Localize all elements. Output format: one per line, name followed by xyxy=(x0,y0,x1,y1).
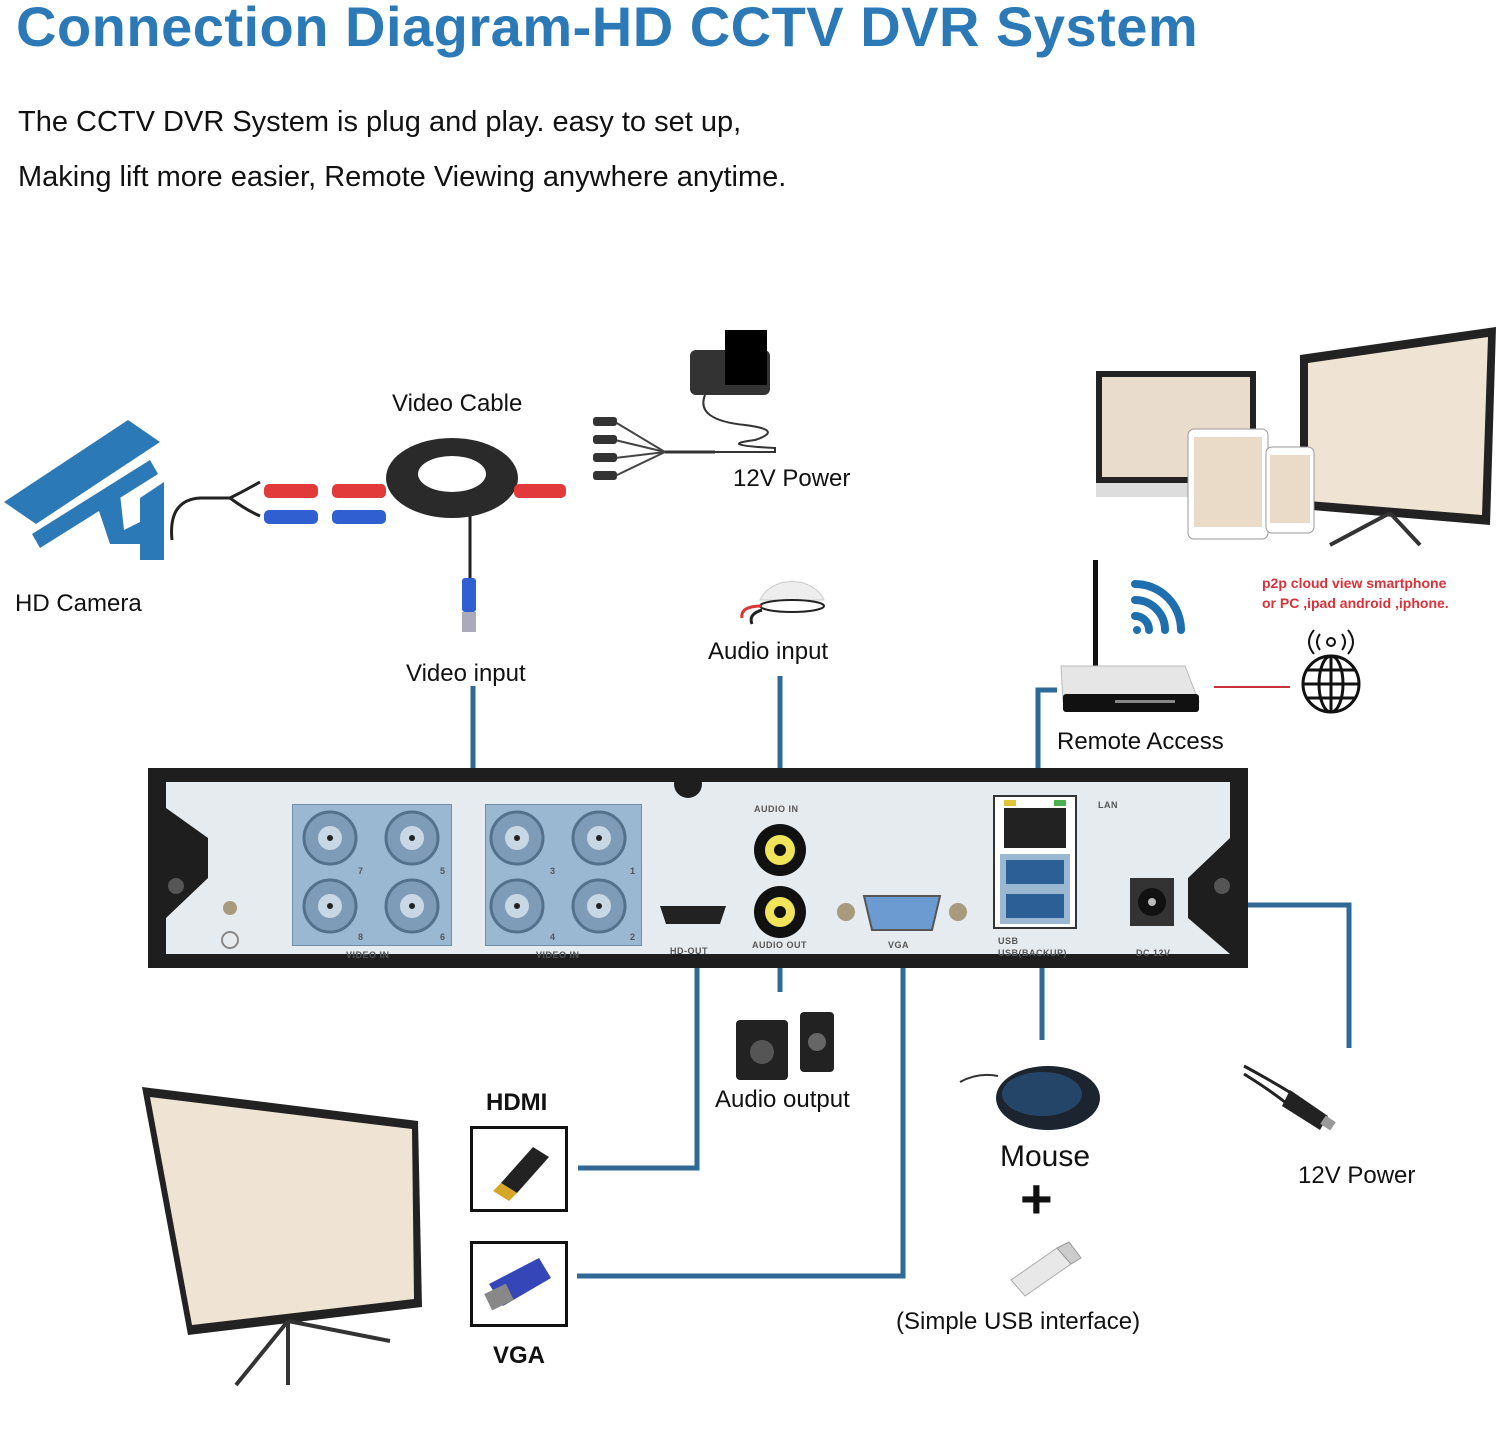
port-number: 5 xyxy=(440,866,446,876)
usb-backup-port-label: USB(BACKUP) xyxy=(998,948,1067,958)
usb-stick-icon xyxy=(1010,1241,1082,1297)
cable-reel-icon xyxy=(170,438,566,632)
power-bottom-label: 12V Power xyxy=(1298,1162,1416,1189)
monitor-icon xyxy=(142,1087,422,1387)
video-in-label-2: VIDEO IN xyxy=(536,950,580,960)
hdmi-label: HDMI xyxy=(486,1089,548,1116)
line-hdmi xyxy=(578,926,700,1171)
port-number: 3 xyxy=(550,866,556,876)
vga-label: VGA xyxy=(493,1342,546,1369)
subtitle-line-1: The CCTV DVR System is plug and play. ea… xyxy=(18,106,742,138)
wifi-router-icon xyxy=(1060,560,1200,712)
port-number: 8 xyxy=(358,932,364,942)
vga-plug-icon xyxy=(484,1258,551,1311)
power-adapter-splitter-icon xyxy=(593,330,776,480)
line-vga xyxy=(577,926,906,1279)
mouse-icon xyxy=(959,1066,1100,1130)
monitor-tablet-phone-icon xyxy=(1096,327,1496,547)
hd-camera-label: HD Camera xyxy=(15,590,142,617)
remote-access-label: Remote Access xyxy=(1057,728,1224,755)
bnc-ports xyxy=(302,810,627,934)
port-number: 6 xyxy=(440,932,446,942)
vga-box xyxy=(470,1241,568,1327)
lan-usb-dc-ports xyxy=(993,795,1174,929)
video-in-label-1: VIDEO IN xyxy=(346,950,390,960)
lan-port-label: LAN xyxy=(1098,800,1118,810)
audio-output-label: Audio output xyxy=(715,1086,850,1113)
video-input-label: Video input xyxy=(406,660,526,687)
microphone-dome-icon xyxy=(740,580,825,625)
hd-out-port-label: HD-OUT xyxy=(670,946,708,956)
speakers-icon xyxy=(736,1012,834,1080)
usb-port-label: USB xyxy=(998,936,1019,946)
hdmi-box xyxy=(470,1126,568,1212)
usb-interface-label: (Simple USB interface) xyxy=(896,1308,1141,1335)
subtitle-line-2: Making lift more easier, Remote Viewing … xyxy=(18,161,787,193)
vga-port-label: VGA xyxy=(888,940,910,950)
dc-cable-icon xyxy=(1243,1064,1336,1131)
globe-antenna-icon xyxy=(1301,629,1361,714)
cloud-note-line-2: or PC ,ipad android ,iphone. xyxy=(1262,595,1449,611)
video-cable-label: Video Cable xyxy=(392,390,523,417)
hdmi-plug-icon xyxy=(493,1147,549,1201)
audio-input-label: Audio input xyxy=(708,638,829,665)
port-number: 4 xyxy=(550,932,556,942)
port-number: 1 xyxy=(630,866,636,876)
power-top-label: 12V Power xyxy=(733,465,851,492)
dc-port-label: DC 12V xyxy=(1136,948,1171,958)
cloud-note-line-1: p2p cloud view smartphone xyxy=(1262,575,1447,591)
plus-sign: + xyxy=(1020,1167,1053,1230)
cctv-camera-icon xyxy=(4,420,164,560)
av-ports xyxy=(660,824,967,938)
line-lan xyxy=(1035,687,1057,800)
audio-in-port-label: AUDIO IN xyxy=(754,804,799,814)
page-title: Connection Diagram-HD CCTV DVR System xyxy=(16,0,1199,58)
port-number: 7 xyxy=(358,866,364,876)
audio-out-port-label: AUDIO OUT xyxy=(752,940,807,950)
mouse-label: Mouse xyxy=(1000,1140,1091,1173)
port-number: 2 xyxy=(630,932,636,942)
